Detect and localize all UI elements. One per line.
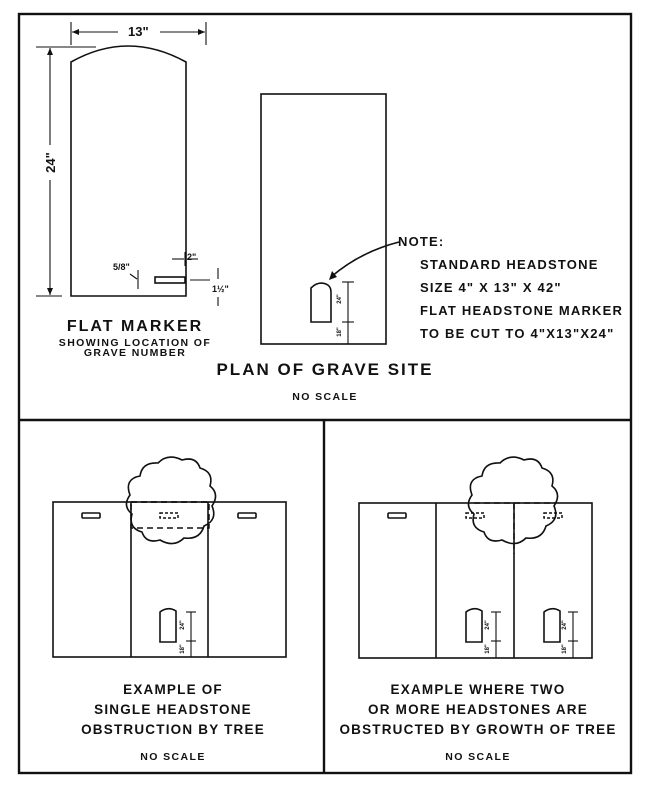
multi-dim-setback-2: 18" (561, 644, 568, 654)
flat-marker-subtitle-1: SHOWING LOCATION OF (58, 337, 212, 349)
multi-scale: NO SCALE (445, 751, 511, 763)
single-caption-1: EXAMPLE OF (123, 682, 223, 697)
multi-caption-3: OBSTRUCTED BY GROWTH OF TREE (339, 722, 617, 737)
single-scale: NO SCALE (140, 751, 206, 763)
flat-marker-title: FLAT MARKER (66, 318, 204, 335)
plan-scale: NO SCALE (292, 391, 358, 403)
note-line-4: TO BE CUT TO 4"X13"X24" (420, 326, 615, 341)
dim-number-height-label: 5/8" (113, 262, 130, 272)
dim-width-label: 13" (128, 24, 149, 39)
multi-dim-setback-1: 18" (484, 644, 491, 654)
flat-marker-drawing (36, 22, 219, 306)
single-dim-setback: 18" (179, 644, 186, 654)
plan-dim-stone: 24" (336, 294, 343, 304)
dim-height-label: 24" (42, 152, 58, 173)
flat-marker-subtitle-2: GRAVE NUMBER (83, 347, 187, 359)
single-dim-stone: 24" (179, 620, 186, 630)
note-line-2: SIZE 4" X 13" X 42" (420, 280, 562, 295)
single-caption-2: SINGLE HEADSTONE (94, 702, 252, 717)
frame (17, 12, 633, 775)
multiple-obstruction-drawing (358, 456, 593, 659)
single-obstruction-drawing (52, 456, 287, 658)
plan-dim-setback: 18" (336, 327, 343, 337)
multi-caption-1: EXAMPLE WHERE TWO (390, 682, 566, 697)
note-line-1: STANDARD HEADSTONE (420, 257, 599, 272)
plan-title: PLAN OF GRAVE SITE (216, 360, 434, 379)
multi-caption-2: OR MORE HEADSTONES ARE (368, 702, 588, 717)
multi-dim-stone-2: 24" (561, 620, 568, 630)
note-label: NOTE: (398, 234, 445, 249)
grave-plan-drawing (260, 93, 400, 345)
multi-dim-stone-1: 24" (484, 620, 491, 630)
single-caption-3: OBSTRUCTION BY TREE (81, 722, 265, 737)
note-line-3: FLAT HEADSTONE MARKER (420, 303, 624, 318)
dim-offset-side-label: 2" (187, 252, 197, 262)
dim-offset-bottom-label: 1½" (212, 284, 229, 294)
